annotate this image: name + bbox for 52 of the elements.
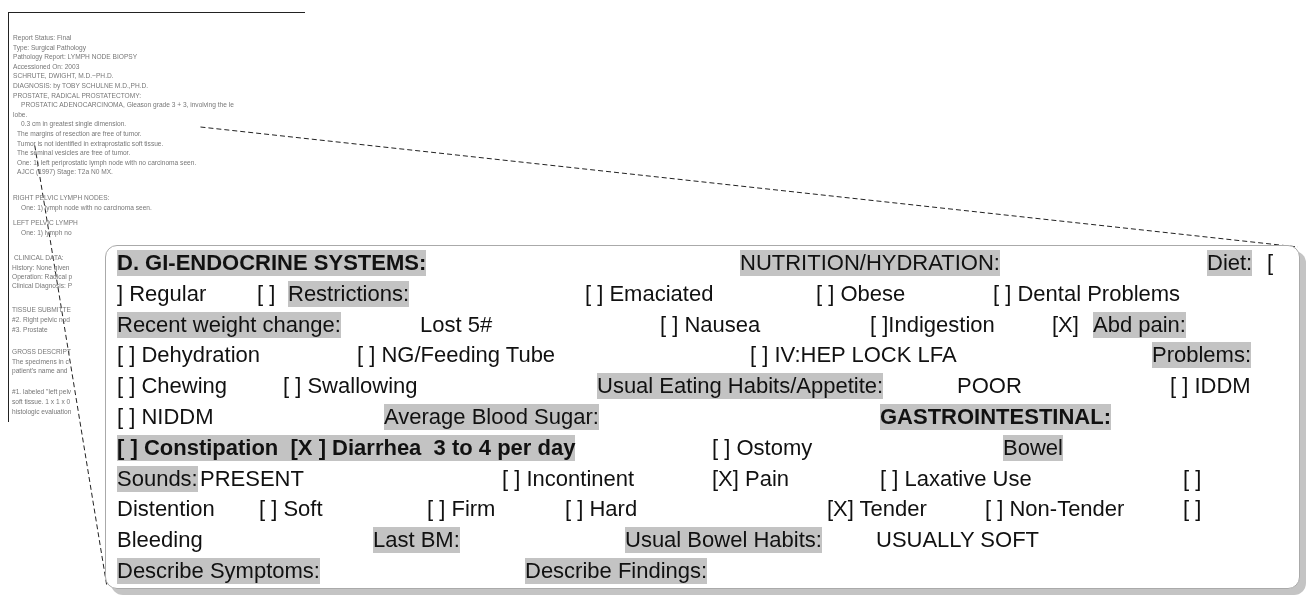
form-text: [ ] IV:HEP LOCK LFA [750,342,957,369]
form-text: PRESENT [200,465,304,492]
form-text: [ ] Firm [427,496,496,523]
field-label: Diet: [1207,250,1253,276]
report-page [8,12,305,242]
form-text: [ ] Soft [259,496,323,523]
zoom-leader-line [34,144,108,588]
form-text: [ ] Swallowing [283,373,418,400]
form-text: [X] Pain [712,465,790,492]
field-label: Problems: [1152,342,1252,369]
form-text: POOR [957,373,1022,400]
section-heading: D. GI-ENDOCRINE SYSTEMS: [117,250,427,276]
field-label: Recent weight change: [117,311,341,338]
form-text: Distention [117,496,215,523]
field-label: NUTRITION/HYDRATION: [740,250,1000,276]
form-text: [ ] IDDM [1170,373,1251,400]
field-label: Sounds: [117,465,198,492]
form-text: [ ] Laxative Use [880,465,1032,492]
form-text: Lost 5# [420,311,493,338]
field-label: Restrictions: [288,280,410,307]
form-text: [ ] Obese [816,280,906,307]
form-text: [ ] [1183,465,1202,492]
field-label: Bowel [1003,434,1063,461]
form-text: [ ] Hard [565,496,638,523]
form-text: [X] [1052,311,1079,338]
field-label: Last BM: [373,527,460,554]
form-text: [ ] Dehydration [117,342,261,369]
field-label: Abd pain: [1093,311,1186,338]
form-text: Bleeding [117,527,203,554]
form-text: [ ] Emaciated [585,280,714,307]
section-heading: [ ] Constipation [X ] Diarrhea 3 to 4 per day [117,434,576,461]
form-text: [X] Tender [827,496,927,523]
form-text: [ ]Indigestion [870,311,995,338]
form-text: ] Regular [117,280,207,307]
form-text: [ ] Chewing [117,373,228,400]
form-text: [ ] NIDDM [117,404,214,430]
field-label: Usual Bowel Habits: [625,527,822,554]
form-text: [ ] NG/Feeding Tube [357,342,556,369]
form-text: [ ] [1183,496,1202,523]
form-text: USUALLY SOFT [876,527,1039,554]
field-label: Average Blood Sugar: [384,404,599,430]
form-text: [ ] [257,280,276,307]
field-label: Describe Findings: [525,558,708,584]
form-text: [ ] Dental Problems [993,280,1181,307]
form-text: [ ] Ostomy [712,434,813,461]
form-text: [ [1267,250,1274,276]
section-heading: GASTROINTESTINAL: [880,404,1111,430]
form-text: [ ] Nausea [660,311,761,338]
form-text: [ ] Non-Tender [985,496,1125,523]
field-label: Usual Eating Habits/Appetite: [597,373,884,400]
field-label: Describe Symptoms: [117,558,320,584]
form-text: [ ] Incontinent [502,465,635,492]
